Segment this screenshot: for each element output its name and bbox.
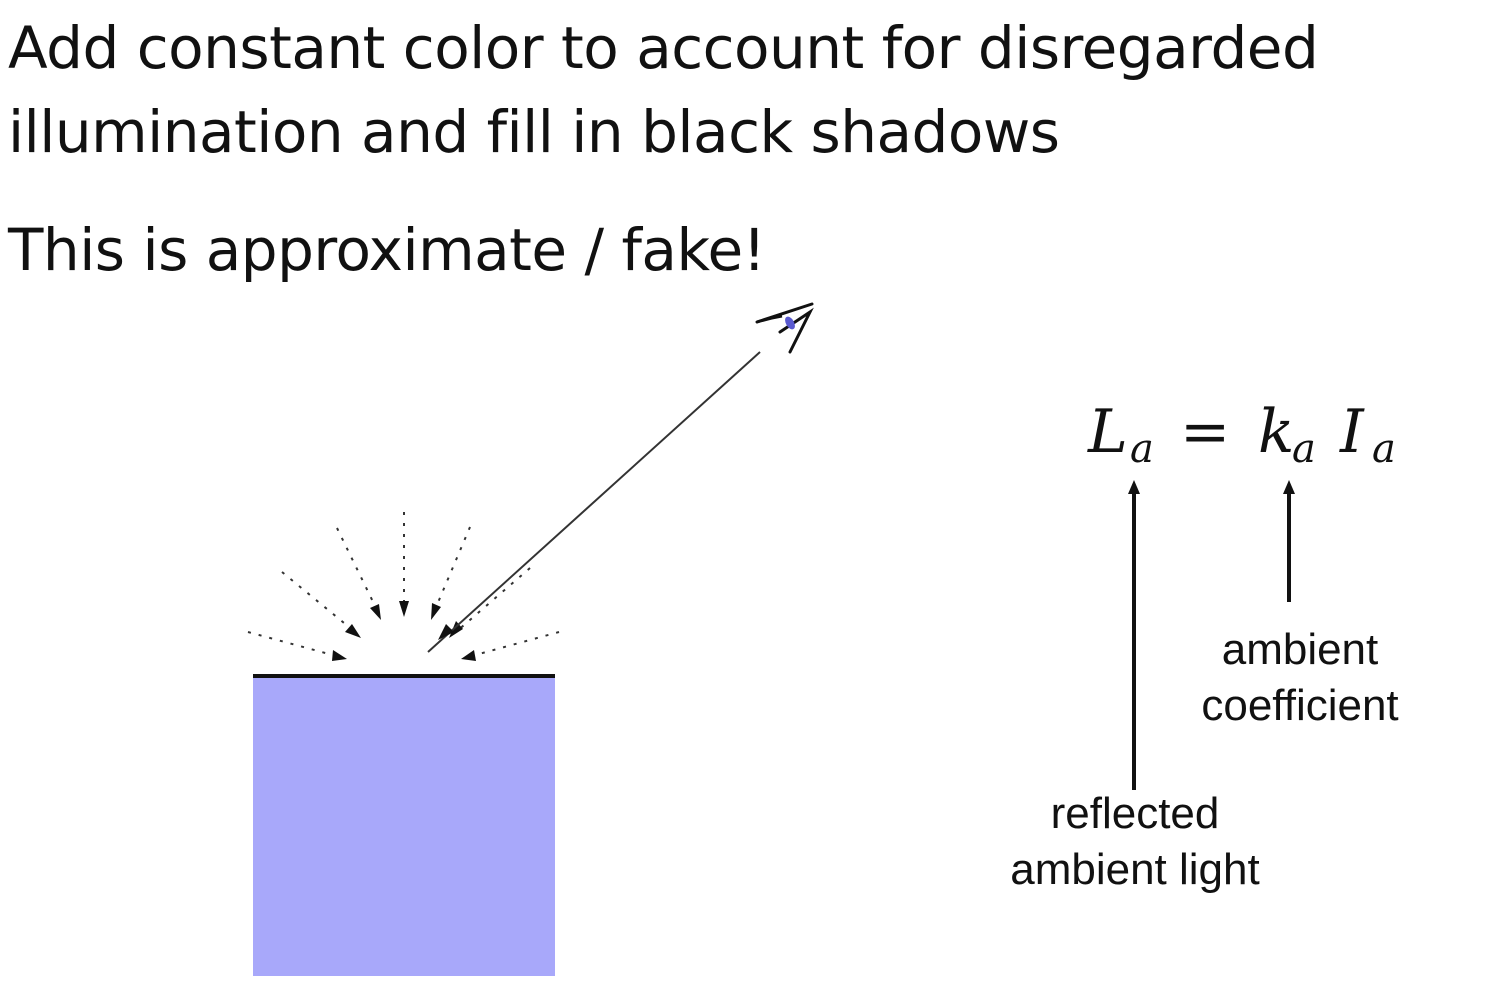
ambient-coefficient-label: ambient coefficient — [1170, 622, 1430, 734]
reflected-ambient-line-1: reflected — [1050, 789, 1220, 838]
ambient-ray — [433, 526, 471, 613]
ray-arrowhead — [332, 650, 347, 661]
ray-arrowhead — [431, 603, 441, 620]
eq-coef-symbol: k — [1258, 397, 1294, 467]
slide-subheading: This is approximate / fake! — [8, 216, 766, 284]
ray-arrowhead — [399, 601, 409, 617]
heading-line-2: illumination and fill in black shadows — [8, 98, 1060, 166]
ambient-coefficient-line-1: ambient — [1221, 625, 1379, 674]
ambient-ray — [455, 567, 531, 633]
slide-heading: Add constant color to account for disreg… — [8, 6, 1478, 174]
ray-arrowhead — [461, 650, 476, 661]
ambient-coefficient-line-2: coefficient — [1201, 681, 1399, 730]
ray-arrowhead — [449, 621, 463, 638]
eq-intensity-symbol: I — [1339, 397, 1365, 467]
reflected-ray — [427, 351, 761, 653]
ambient-ray — [247, 631, 341, 658]
coefficient-pointer-arrowhead — [1283, 480, 1295, 494]
heading-line-1: Add constant color to account for disreg… — [8, 14, 1319, 82]
ambient-ray — [336, 527, 379, 613]
ambient-ray — [467, 631, 560, 658]
eq-equals: = — [1180, 397, 1230, 467]
reflected-ray-arrowhead — [438, 624, 454, 640]
ambient-ray-heads — [332, 601, 476, 661]
ambient-equation: L a = k a I a — [1087, 397, 1396, 472]
reflected-pointer-arrowhead — [1128, 480, 1140, 494]
eye-icon — [755, 302, 814, 354]
eq-lhs-subscript: a — [1130, 426, 1154, 472]
eq-coef-subscript: a — [1292, 426, 1316, 472]
surface-block — [253, 676, 555, 976]
eq-intensity-subscript: a — [1372, 426, 1396, 472]
reflected-ambient-label: reflected ambient light — [975, 786, 1295, 898]
eq-lhs-symbol: L — [1087, 397, 1128, 467]
ray-arrowhead — [345, 624, 361, 638]
ambient-ray — [281, 571, 356, 633]
ambient-rays — [247, 512, 560, 658]
reflected-ambient-line-2: ambient light — [1010, 845, 1260, 894]
ray-arrowhead — [370, 604, 381, 620]
